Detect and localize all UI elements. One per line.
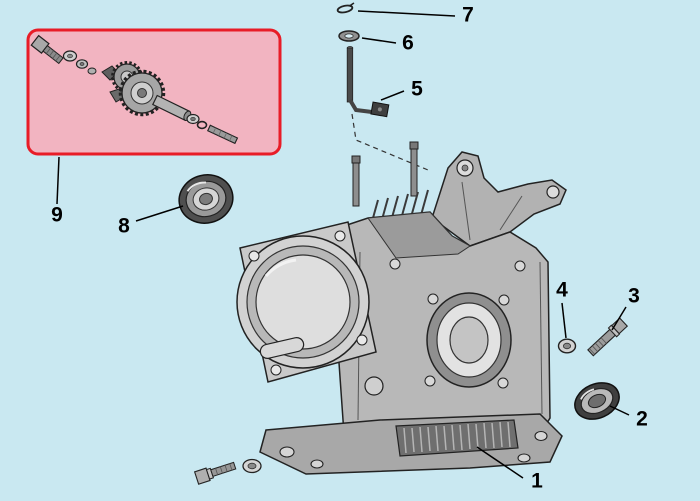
callout-number-1[interactable]: 1 — [531, 469, 543, 493]
washer-part-6 — [338, 30, 360, 42]
oil-seal-part-2 — [574, 382, 620, 420]
bolt-part-3 — [587, 317, 629, 357]
governor-arm-part — [346, 46, 429, 171]
callout-number-5[interactable]: 5 — [411, 77, 423, 101]
leader-lines — [56, 10, 630, 479]
crankcase-drawing — [236, 141, 567, 475]
callout-number-6[interactable]: 6 — [402, 31, 414, 55]
bearing-seal-part — [178, 174, 234, 224]
callout-number-2[interactable]: 2 — [636, 407, 648, 431]
callout-number-4[interactable]: 4 — [556, 278, 568, 302]
governor-gear-assembly — [30, 34, 239, 145]
washer-part-4 — [557, 338, 577, 354]
callout-number-3[interactable]: 3 — [628, 284, 640, 308]
callout-number-7[interactable]: 7 — [462, 3, 474, 27]
callout-number-8[interactable]: 8 — [118, 214, 130, 238]
drain-washer-part — [242, 458, 262, 474]
callout-number-9[interactable]: 9 — [51, 203, 63, 227]
cotter-pin-clip-part — [336, 2, 355, 14]
drain-bolt-part — [193, 461, 237, 485]
